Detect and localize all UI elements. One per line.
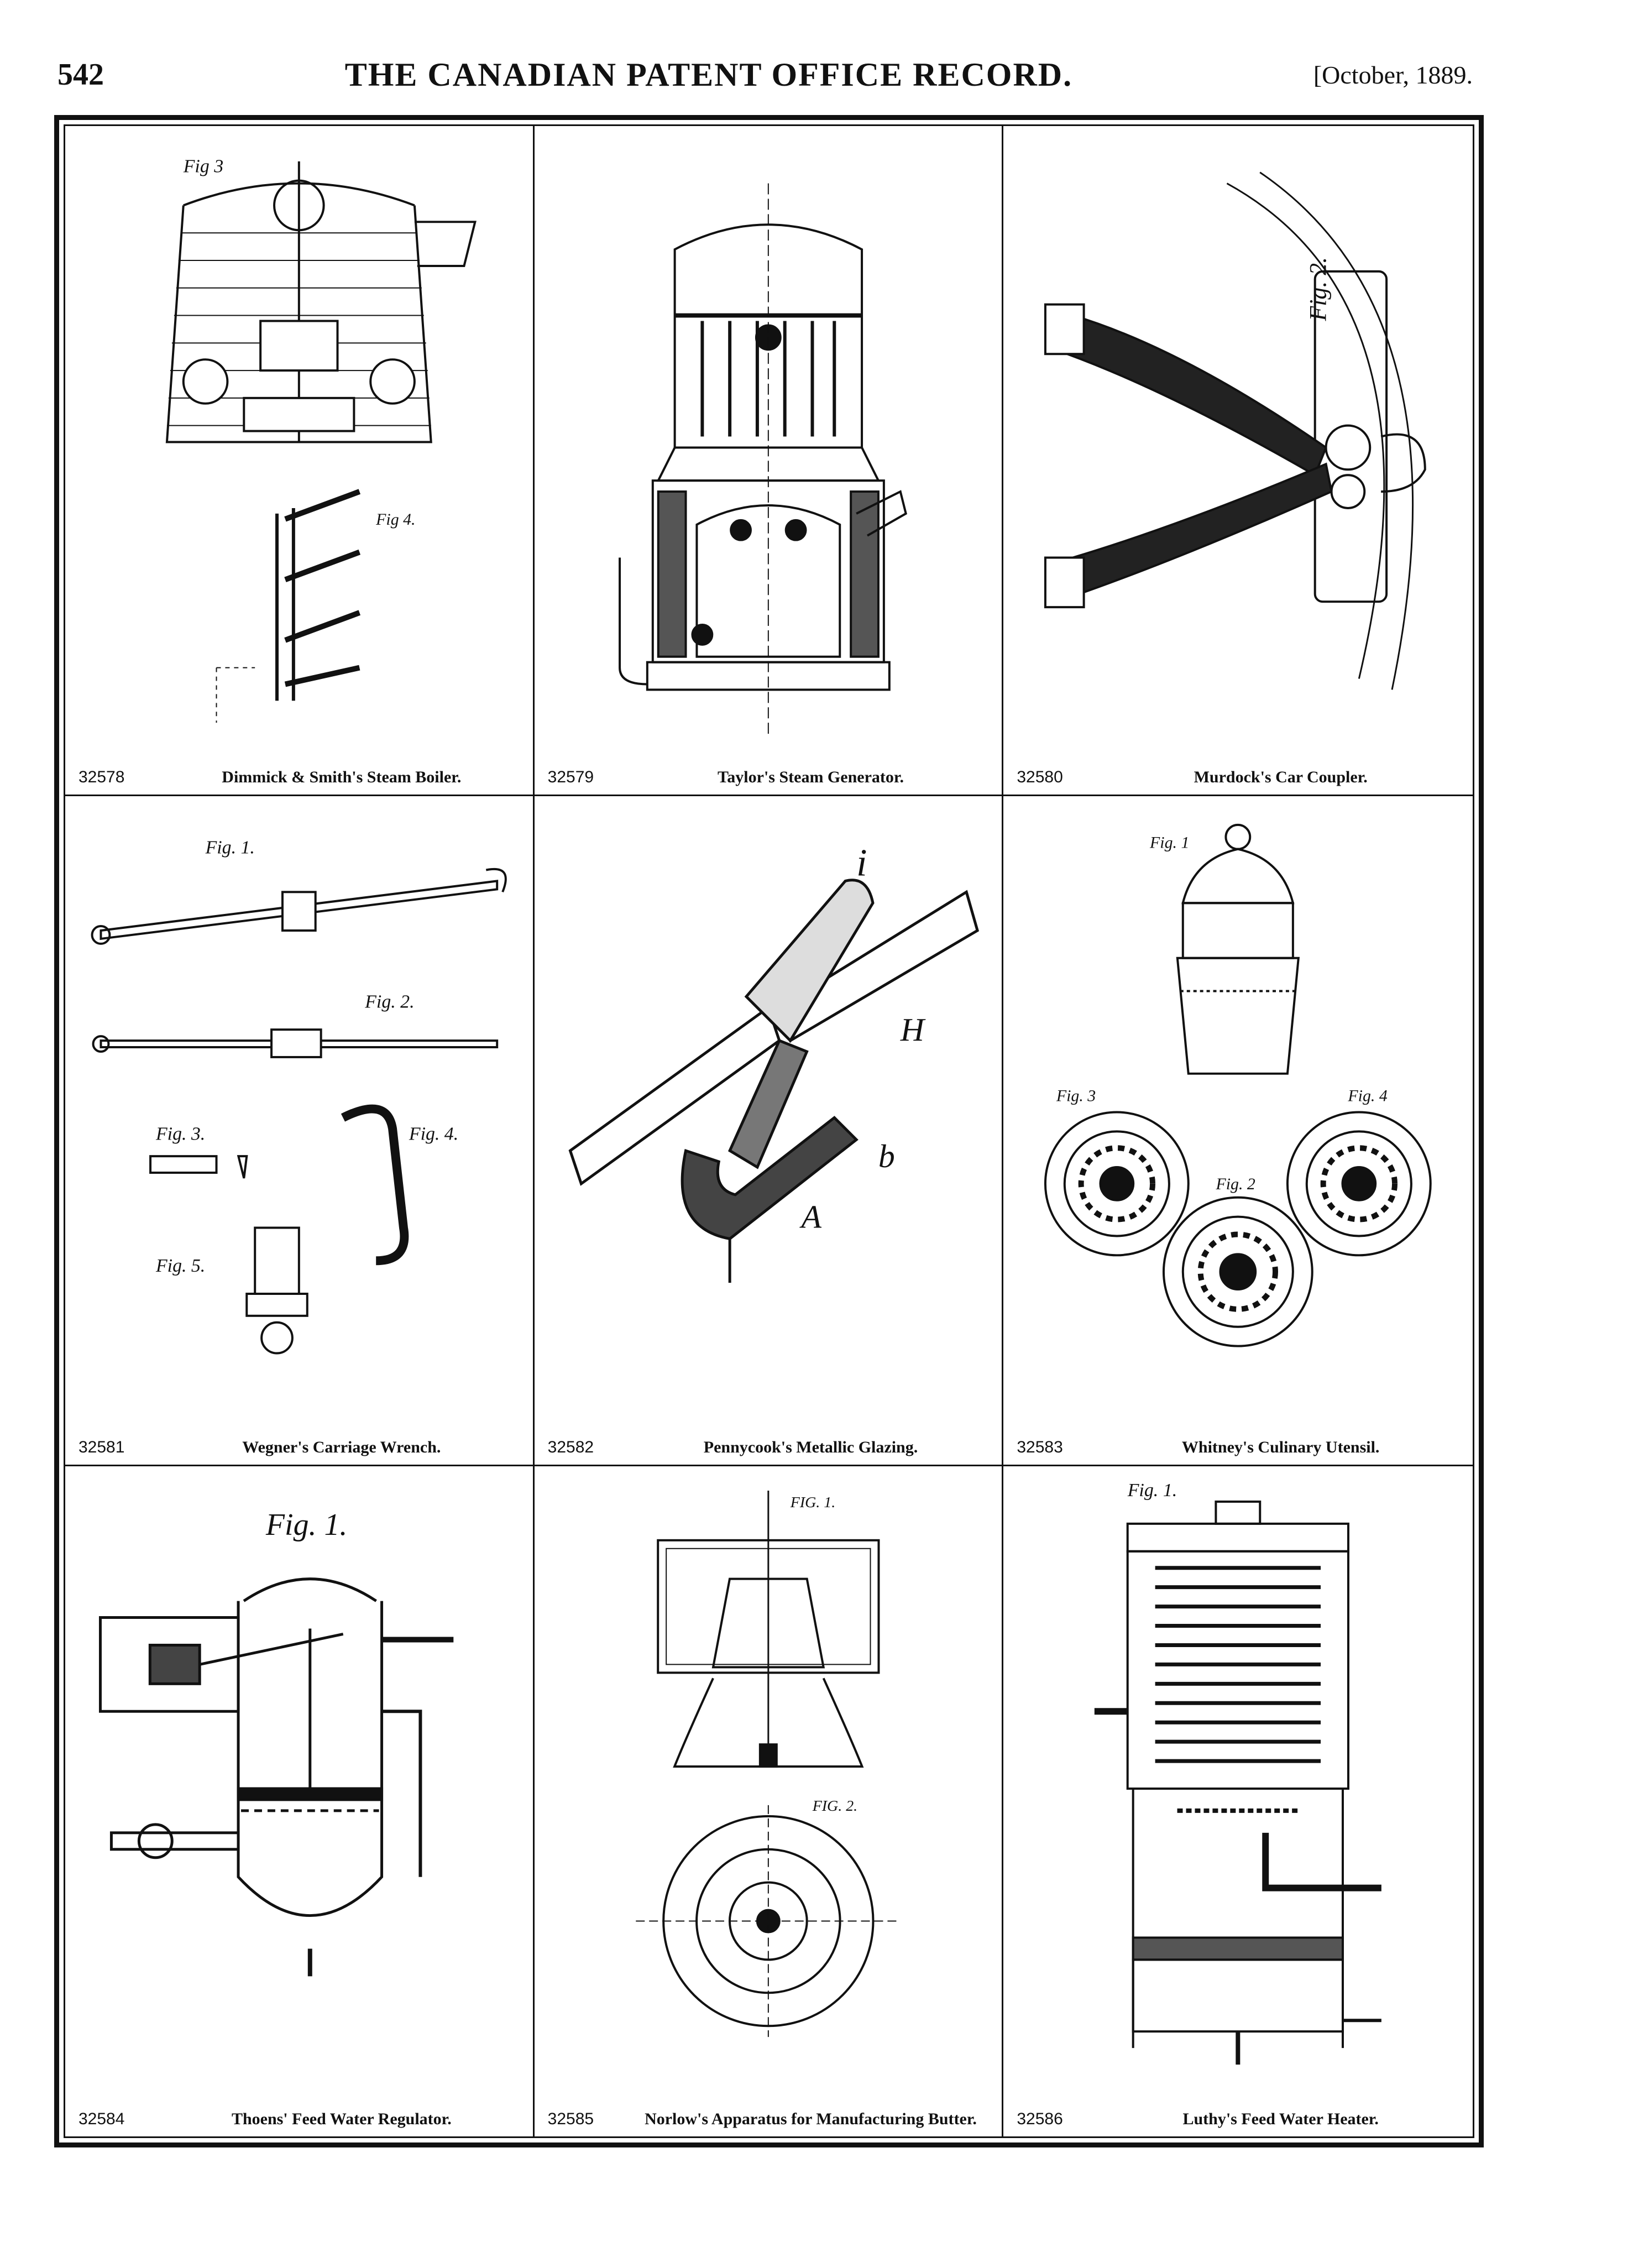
patent-cell-32584: Fig. 1. 32584 Thoens' Feed Water Regulat… [65,1466,535,2136]
butter-fig2-label: FIG. 2. [812,1797,857,1815]
glazing-i-label: i [856,842,867,884]
plate-inner-border: Fig 3 Fig 4. 3 [64,124,1474,2138]
car-coupler-drawing: Fig. 2. [1014,139,1462,745]
steam-boiler-drawing: Fig 3 Fig 4. [76,139,522,745]
patent-number: 32585 [547,2110,594,2128]
patent-caption: 32584 Thoens' Feed Water Regulator. [78,2094,522,2129]
page-header: 542 THE CANADIAN PATENT OFFICE RECORD. [… [57,50,1473,100]
feed-water-heater-drawing: Fig. 1. [1014,1480,1462,2087]
page-number: 542 [57,58,104,92]
patent-number: 32578 [78,768,125,786]
butter-fig1-label: FIG. 1. [789,1494,835,1511]
steam-generator-drawing [546,139,991,745]
patent-cell-32580: Fig. 2. 32580 Murdock's Car Coupler. [1003,126,1473,796]
patent-cell-32578: Fig 3 Fig 4. 3 [65,126,535,796]
patent-title: Thoens' Feed Water Regulator. [231,2109,452,2128]
wrench-fig1-label: Fig. 1. [205,838,255,858]
patent-number: 32581 [78,1438,125,1456]
patent-caption: 32583 Whitney's Culinary Utensil. [1017,1423,1462,1457]
boiler-fig4-label: Fig 4. [375,510,415,529]
glazing-h-label: H [899,1011,925,1048]
metallic-glazing-drawing: i H b A [546,809,991,1415]
glazing-a-label: A [799,1199,821,1235]
plate-frame: Fig 3 Fig 4. 3 [54,115,1484,2147]
patent-title: Whitney's Culinary Utensil. [1181,1438,1380,1456]
patent-number: 32584 [78,2110,125,2128]
patent-caption: 32578 Dimmick & Smith's Steam Boiler. [78,752,522,787]
butter-apparatus-drawing: FIG. 1. FIG. 2. [546,1480,991,2087]
carriage-wrench-drawing: Fig. 1. Fig. 2. Fig. 3. Fig. 4. Fig. 5. [76,809,522,1415]
patent-number: 32586 [1017,2110,1063,2128]
coupler-fig2-label: Fig. 2. [1305,257,1332,322]
patent-cell-32586: Fig. 1. 32586 Luthy's Feed Wa [1003,1466,1473,2136]
patent-title: Luthy's Feed Water Heater. [1182,2109,1379,2128]
culinary-utensil-drawing: Fig. 1 Fig. 3 Fig. 4 Fig. 2 [1014,809,1462,1415]
utensil-fig1-label: Fig. 1 [1149,834,1189,852]
journal-title: THE CANADIAN PATENT OFFICE RECORD. [344,56,1073,93]
patent-title: Wegner's Carriage Wrench. [242,1438,441,1456]
patent-cell-32585: FIG. 1. FIG. 2. 32585 Norlow's Apparatus… [535,1466,1004,2136]
boiler-fig3-label: Fig 3 [183,156,223,177]
patent-number: 32582 [547,1438,594,1456]
patent-caption: 32585 Norlow's Apparatus for Manufacturi… [548,2094,991,2129]
utensil-fig2-label: Fig. 2 [1216,1175,1255,1193]
patent-cell-32583: Fig. 1 Fig. 3 Fig. 4 Fig. 2 32583 Whitne… [1003,796,1473,1466]
wrench-fig4-label: Fig. 4. [409,1123,458,1144]
patent-caption: 32582 Pennycook's Metallic Glazing. [548,1423,991,1457]
patent-caption: 32580 Murdock's Car Coupler. [1017,752,1462,787]
patent-title: Norlow's Apparatus for Manufacturing But… [645,2109,977,2128]
patent-number: 32580 [1017,768,1063,786]
patent-cell-32579: 32579 Taylor's Steam Generator. [534,126,1004,796]
patent-number: 32579 [547,768,594,786]
patent-title: Dimmick & Smith's Steam Boiler. [222,767,462,786]
regulator-fig1-label: Fig. 1. [265,1508,347,1542]
wrench-fig3-label: Fig. 3. [155,1123,205,1144]
patent-title: Taylor's Steam Generator. [718,767,904,786]
utensil-fig3-label: Fig. 3 [1056,1087,1096,1105]
glazing-b-label: b [878,1138,895,1174]
patent-title: Pennycook's Metallic Glazing. [703,1438,918,1456]
patent-title: Murdock's Car Coupler. [1194,767,1368,786]
patent-caption: 32586 Luthy's Feed Water Heater. [1017,2094,1462,2129]
patent-number: 32583 [1017,1438,1063,1456]
patent-caption: 32579 Taylor's Steam Generator. [548,752,991,787]
wrench-fig2-label: Fig. 2. [364,991,414,1012]
patent-cell-32582: i H b A 32582 Pennycook's Metallic Glazi… [534,796,1004,1466]
heater-fig1-label: Fig. 1. [1127,1480,1177,1501]
patent-caption: 32581 Wegner's Carriage Wrench. [78,1423,522,1457]
utensil-fig4-label: Fig. 4 [1348,1087,1388,1105]
patent-cell-32581: Fig. 1. Fig. 2. Fig. 3. Fig. 4. Fig. 5. … [65,796,535,1466]
patent-grid: Fig 3 Fig 4. 3 [65,126,1473,2136]
feed-water-regulator-drawing: Fig. 1. [76,1480,522,2087]
issue-date: [October, 1889. [1313,60,1473,89]
wrench-fig5-label: Fig. 5. [155,1256,205,1276]
